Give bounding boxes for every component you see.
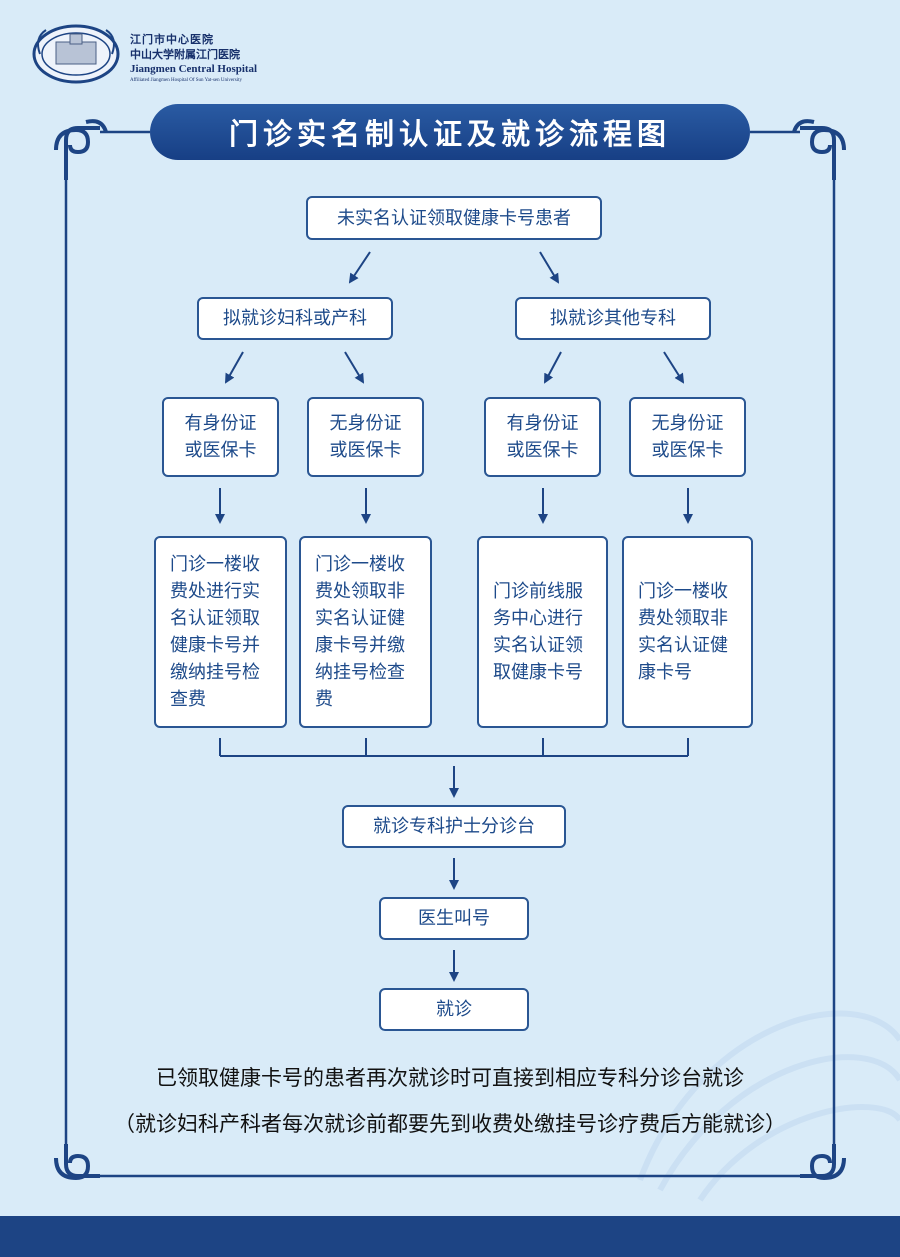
node-has-id-gyn: 有身份证或医保卡 [162,397,279,477]
bottom-band [0,1216,900,1257]
arrow-other-to-has-id [544,351,562,384]
hospital-name: 江门市中心医院 中山大学附属江门医院 Jiangmen Central Hosp… [130,32,257,84]
node-step-a: 门诊一楼收费处进行实名认证领取健康卡号并缴纳挂号检查费 [154,536,287,728]
title-banner: 门诊实名制认证及就诊流程图 [150,104,750,160]
node-no-id-other: 无身份证或医保卡 [629,397,746,477]
hospital-name-en: Jiangmen Central Hospital [130,63,258,75]
arrow-gyn-to-no-id [344,351,365,384]
hospital-name-en-sub: Affiliated Jiangmen Hospital Of Sun Yat-… [130,78,242,83]
node-branch-other: 拟就诊其他专科 [515,297,711,340]
arrow-start-to-gyn [348,251,371,284]
node-start: 未实名认证领取健康卡号患者 [306,196,602,240]
node-visit: 就诊 [379,988,529,1031]
note-line-2: （就诊妇科产科者每次就诊前都要先到收费处缴挂号诊疗费后方能就诊） [114,1112,786,1136]
note-line-1: 已领取健康卡号的患者再次就诊时可直接到相应专科分诊台就诊 [156,1066,744,1090]
arrow-start-to-other [539,251,560,284]
node-step-d: 门诊一楼收费处领取非实名认证健康卡号 [622,536,753,728]
arrow-gyn-to-has-id [225,351,244,384]
node-triage: 就诊专科护士分诊台 [342,805,566,848]
corner-ornament-top-left [54,119,108,180]
node-no-id-gyn: 无身份证或医保卡 [307,397,424,477]
arrow-other-to-no-id [663,351,685,384]
corner-ornament-bottom-left [54,1144,100,1181]
hospital-logo [32,24,120,84]
node-step-b: 门诊一楼收费处领取非实名认证健康卡号并缴纳挂号检查费 [299,536,432,728]
node-has-id-other: 有身份证或医保卡 [484,397,601,477]
node-step-c: 门诊前线服务中心进行实名认证领取健康卡号 [477,536,608,728]
watermark-swirl [637,1010,900,1202]
hospital-name-cn-2: 中山大学附属江门医院 [130,48,240,61]
ornamental-frame [64,130,836,1178]
node-branch-gyn: 拟就诊妇科或产科 [197,297,393,340]
corner-ornament-bottom-right [800,1144,846,1181]
hospital-name-cn-1: 江门市中心医院 [130,33,214,46]
node-doctor-call: 医生叫号 [379,897,529,940]
merge-connector [219,738,689,757]
page-title: 门诊实名制认证及就诊流程图 [228,117,671,151]
corner-ornament-top-right [792,119,846,180]
